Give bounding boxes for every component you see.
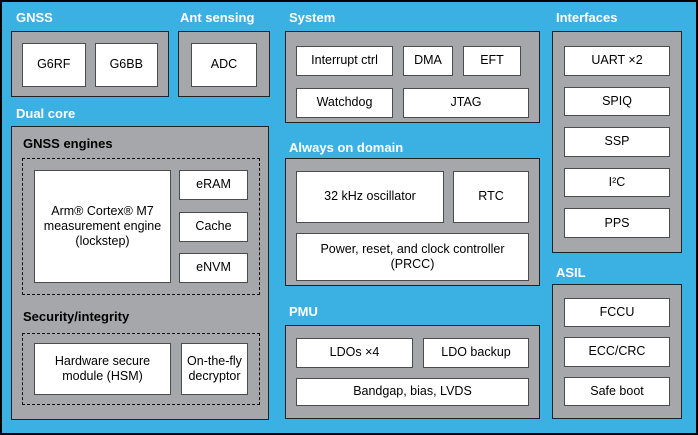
block-uart: UART ×2 xyxy=(564,46,670,76)
block-i2c: I²C xyxy=(564,167,670,198)
section-label-dual-core: Dual core xyxy=(16,106,76,121)
block-hsm: Hardware secure module (HSM) xyxy=(34,343,171,395)
block-ldos: LDOs ×4 xyxy=(296,338,413,368)
panel-always-on: 32 kHz oscillator RTC Power, reset, and … xyxy=(285,158,540,286)
block-ldo-backup: LDO backup xyxy=(423,338,529,368)
panel-gnss: G6RF G6BB xyxy=(11,31,169,97)
group-label-security-integrity: Security/integrity xyxy=(23,309,130,324)
panel-system: Interrupt ctrl DMA EFT Watchdog JTAG xyxy=(285,31,540,123)
block-dma: DMA xyxy=(403,46,453,76)
section-label-pmu: PMU xyxy=(289,304,318,319)
block-pps: PPS xyxy=(564,208,670,238)
block-bandgap-bias-lvds: Bandgap, bias, LVDS xyxy=(296,378,529,406)
block-otf-decryptor: On-the-fly decryptor xyxy=(181,343,248,395)
section-label-ant-sensing: Ant sensing xyxy=(180,10,255,25)
block-fccu: FCCU xyxy=(564,298,670,328)
section-label-system: System xyxy=(289,10,336,25)
block-cortex-m7: Arm® Cortex® M7 measurement engine (lock… xyxy=(34,170,171,283)
block-jtag: JTAG xyxy=(403,88,529,118)
section-label-always-on: Always on domain xyxy=(289,140,404,155)
block-ssp: SSP xyxy=(564,127,670,157)
block-eft: EFT xyxy=(463,46,521,76)
group-security-integrity: Hardware secure module (HSM) On-the-fly … xyxy=(22,333,260,405)
group-gnss-engines: Arm® Cortex® M7 measurement engine (lock… xyxy=(22,158,260,295)
block-spiq: SPIQ xyxy=(564,86,670,117)
block-prcc: Power, reset, and clock controller (PRCC… xyxy=(296,233,529,281)
block-adc: ADC xyxy=(191,43,257,87)
block-ecc-crc: ECC/CRC xyxy=(564,337,670,367)
block-rtc: RTC xyxy=(453,171,529,223)
block-interrupt-ctrl: Interrupt ctrl xyxy=(296,46,393,76)
section-label-gnss: GNSS xyxy=(16,10,53,25)
block-envm: eNVM xyxy=(179,253,248,283)
block-safe-boot: Safe boot xyxy=(564,376,670,406)
section-label-asil: ASIL xyxy=(556,265,586,280)
panel-asil: FCCU ECC/CRC Safe boot xyxy=(552,284,682,419)
section-label-interfaces: Interfaces xyxy=(556,10,618,25)
panel-interfaces: UART ×2 SPIQ SSP I²C PPS xyxy=(552,31,682,253)
block-eram: eRAM xyxy=(179,170,248,200)
panel-pmu: LDOs ×4 LDO backup Bandgap, bias, LVDS xyxy=(285,325,540,419)
group-label-gnss-engines: GNSS engines xyxy=(23,136,113,151)
block-32khz-oscillator: 32 kHz oscillator xyxy=(296,171,444,223)
block-g6rf: G6RF xyxy=(22,43,86,87)
block-cache: Cache xyxy=(179,211,248,242)
panel-dual-core: GNSS engines Arm® Cortex® M7 measurement… xyxy=(11,126,269,420)
block-watchdog: Watchdog xyxy=(296,88,393,118)
block-g6bb: G6BB xyxy=(94,43,158,87)
panel-ant-sensing: ADC xyxy=(178,31,270,97)
